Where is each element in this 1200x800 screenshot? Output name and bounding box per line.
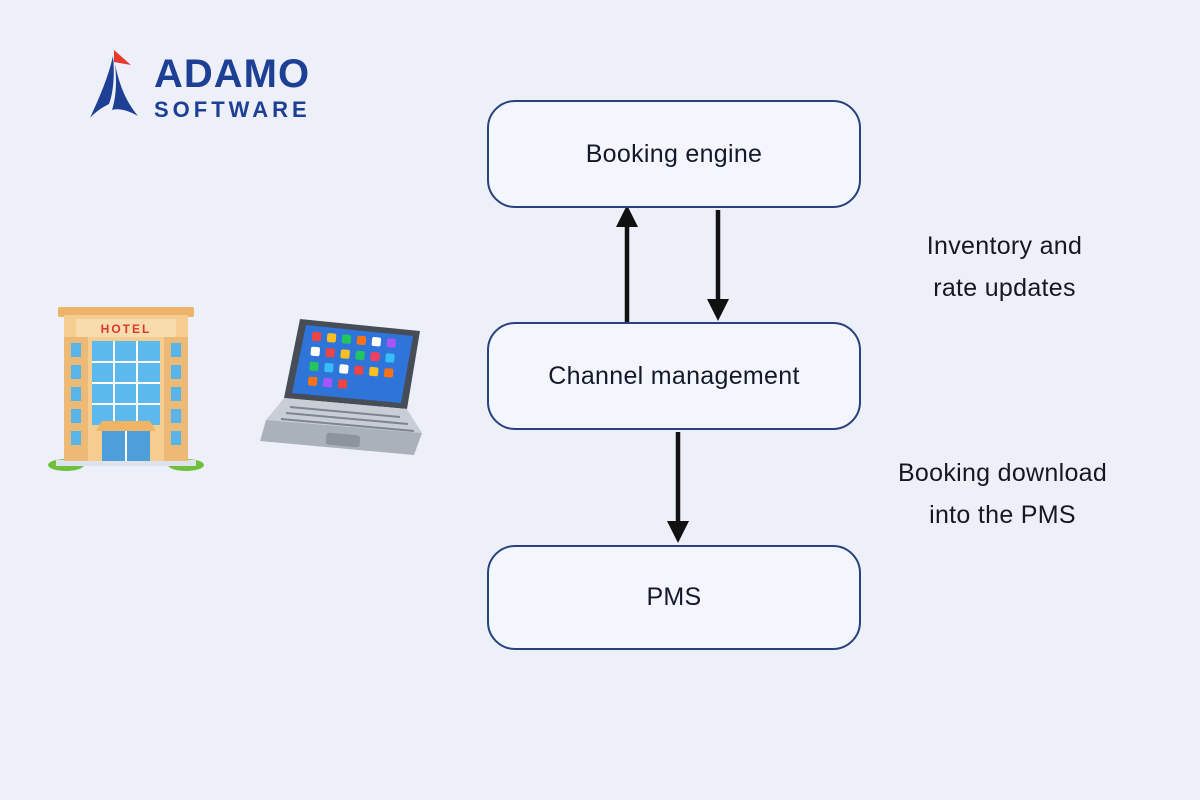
node-booking-engine-label: Booking engine <box>585 139 763 168</box>
arrow-channel-to-pms <box>667 432 689 543</box>
annotation-booking-download: Booking download into the PMS <box>855 452 1150 536</box>
annotation-line: into the PMS <box>929 501 1076 529</box>
node-channel-management-label: Channel management <box>548 361 800 390</box>
logo-title: ADAMO <box>154 52 311 96</box>
annotation-inventory-rate-updates: Inventory and rate updates <box>872 225 1137 309</box>
hotel-sign-label: HOTEL <box>101 322 152 336</box>
adamo-logo-icon <box>90 50 138 118</box>
logo-text: ADAMO SOFTWARE <box>154 50 311 124</box>
node-booking-engine: Booking engine <box>487 100 861 208</box>
node-channel-management: Channel management <box>487 322 861 430</box>
arrow-channel-to-booking <box>616 205 638 322</box>
laptop-illustration <box>260 319 422 455</box>
arrow-booking-to-channel <box>707 210 729 321</box>
annotation-line: Inventory and <box>926 232 1083 260</box>
node-pms: PMS <box>487 545 861 650</box>
annotation-line: rate updates <box>933 274 1076 302</box>
node-pms-label: PMS <box>646 583 702 611</box>
logo-subtitle: SOFTWARE <box>154 97 311 122</box>
hotel-illustration: HOTEL <box>48 307 204 471</box>
adamo-logo: ADAMO SOFTWARE <box>84 50 311 124</box>
annotation-line: Booking download <box>897 459 1108 487</box>
